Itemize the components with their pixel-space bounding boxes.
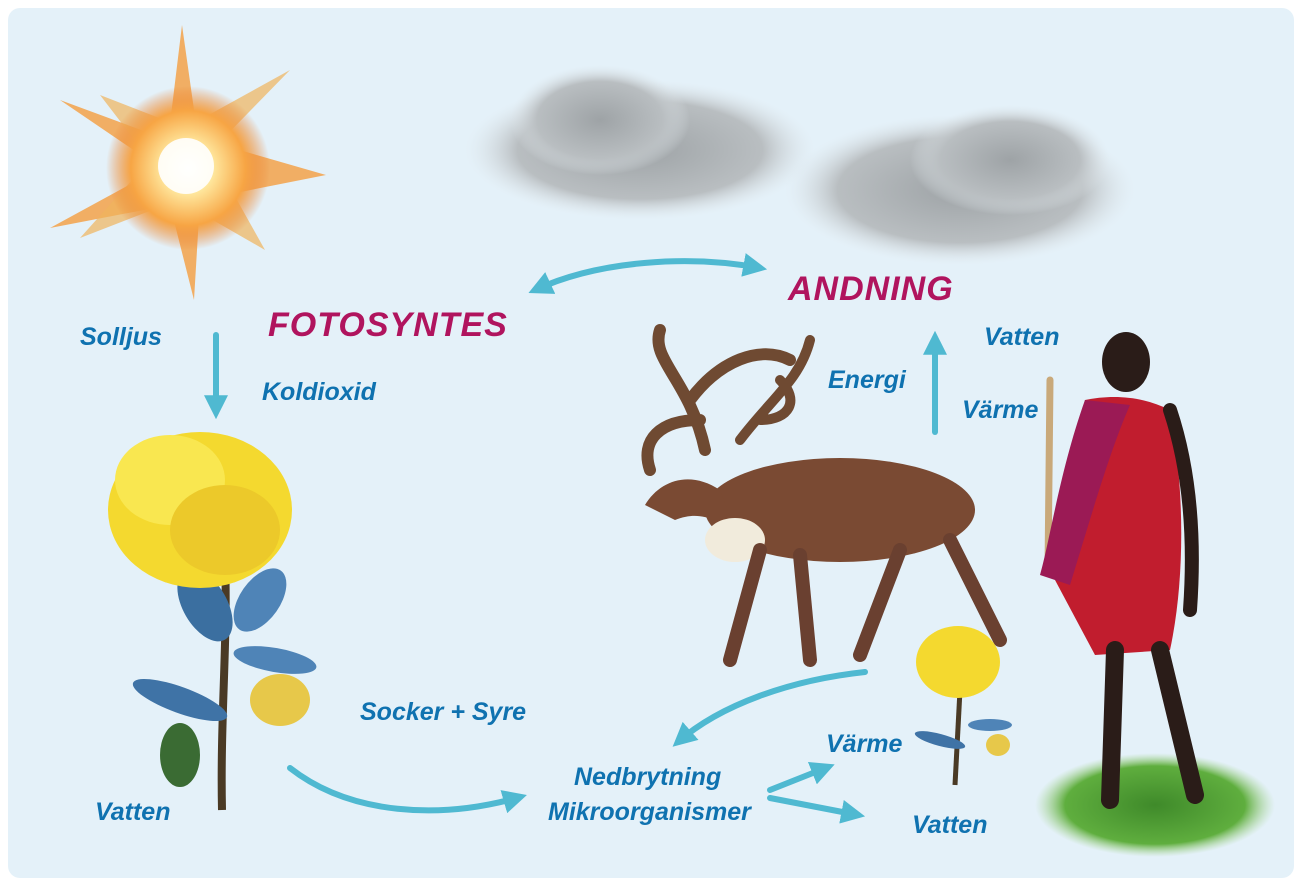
cloud-icon — [465, 65, 1135, 265]
arrow-decomp-to-water — [770, 798, 858, 815]
flower-icon — [108, 432, 318, 810]
title-respiration: ANDNING — [788, 272, 954, 306]
label-water-plant: Vatten — [95, 800, 170, 825]
label-water-decomp: Vatten — [912, 813, 987, 838]
label-sugar-oxygen: Socker + Syre — [360, 700, 526, 725]
label-microorganisms: Mikroorganismer — [548, 800, 751, 825]
arrow-decomp-to-heat — [770, 767, 828, 790]
person-icon — [1035, 332, 1275, 857]
small-flower-icon — [913, 626, 1012, 785]
label-sunlight: Solljus — [80, 325, 162, 350]
arrow-flower-to-decomposition — [290, 768, 520, 810]
label-heat-decomp: Värme — [826, 732, 902, 757]
label-carbon-dioxide: Koldioxid — [262, 380, 376, 405]
sun-icon — [50, 25, 326, 300]
label-decomposition: Nedbrytning — [574, 765, 721, 790]
label-water-person: Vatten — [984, 325, 1059, 350]
title-photosynthesis: FOTOSYNTES — [268, 308, 508, 342]
label-heat-person: Värme — [962, 398, 1038, 423]
arrow-photosynthesis-respiration — [535, 261, 760, 290]
label-energy: Energi — [828, 368, 906, 393]
reindeer-icon — [645, 330, 1000, 660]
